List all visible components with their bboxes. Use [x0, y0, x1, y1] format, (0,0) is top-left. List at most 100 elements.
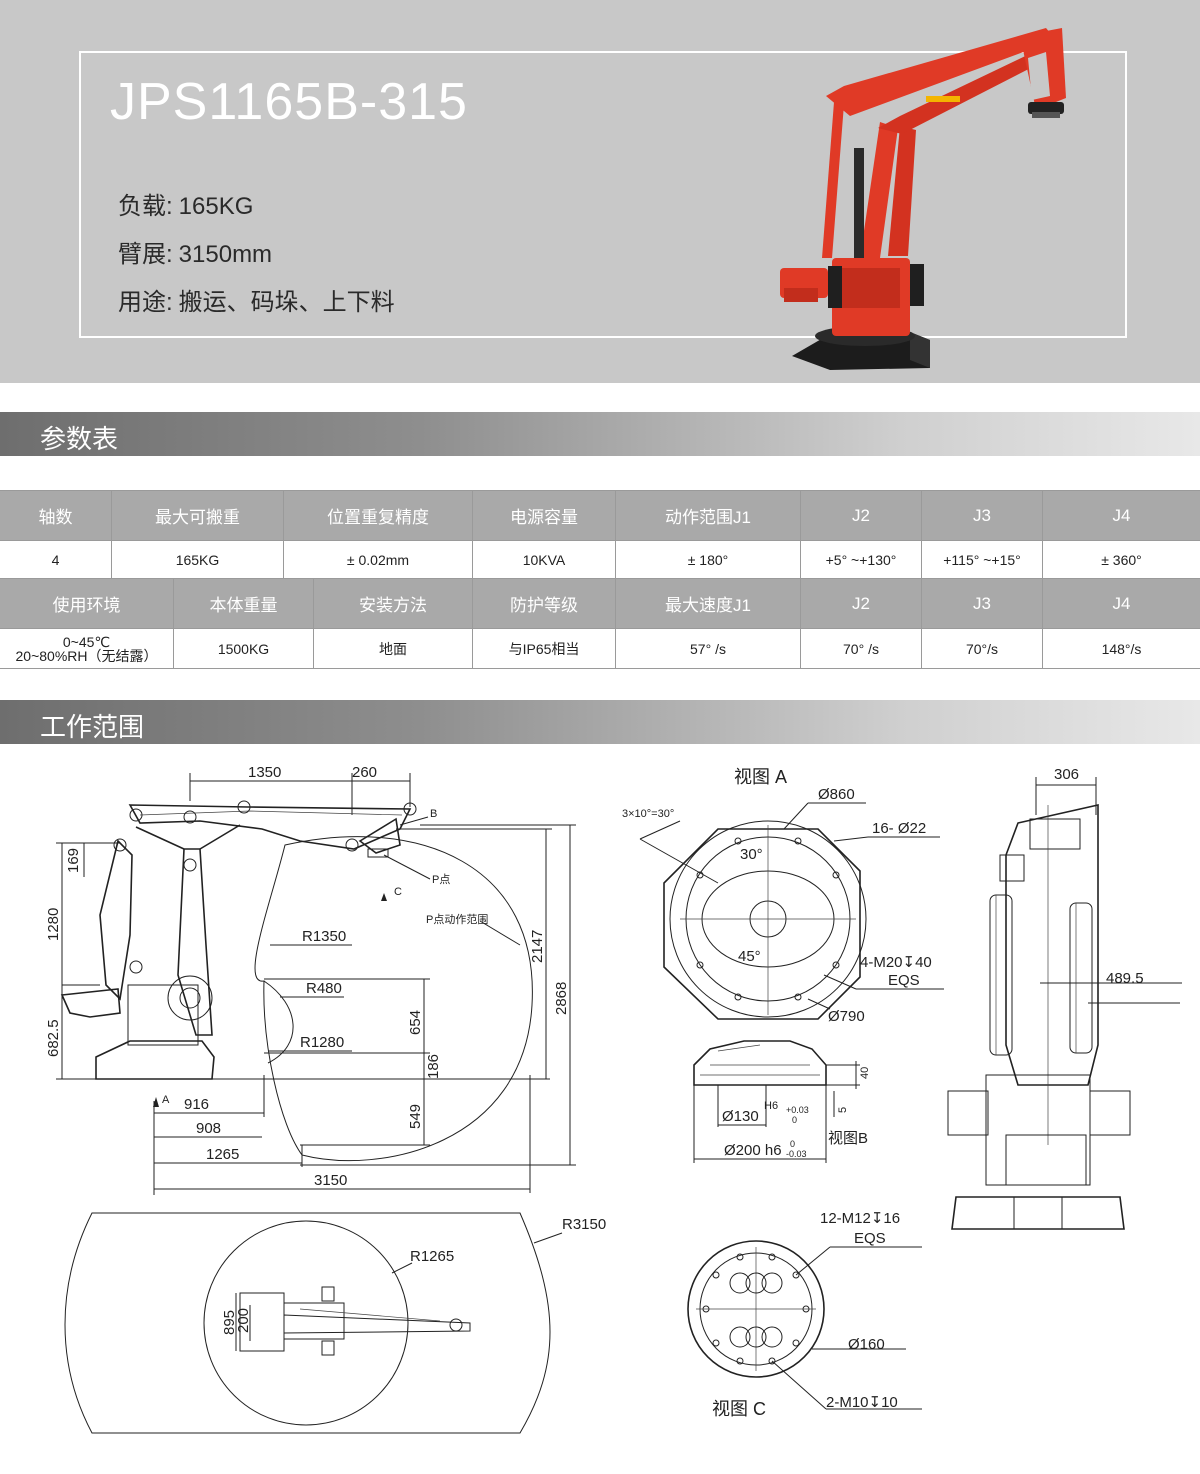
view-b-title: 视图B	[828, 1130, 868, 1147]
spec-reach: 臂展:3150mm	[118, 234, 272, 269]
table-header-cell: 最大可搬重	[112, 491, 284, 541]
top-view: R3150 R1265 895 200	[64, 1212, 606, 1434]
angle-45: 45°	[738, 948, 761, 965]
fit-h6: H6	[764, 1100, 778, 1112]
spec-usage: 用途:搬运、码垛、上下料	[118, 282, 395, 317]
dim-489: 489.5	[1106, 970, 1144, 987]
table-header-cell: 电源容量	[473, 491, 616, 541]
spec-label: 臂展:	[118, 241, 173, 268]
dim-916: 916	[184, 1096, 209, 1113]
dim-260: 260	[352, 764, 377, 781]
table-header-cell: 本体重量	[174, 579, 314, 629]
env-temp: 0~45℃	[62, 633, 111, 650]
table-cell: 地面	[314, 629, 473, 669]
dim-40: 40	[859, 1067, 871, 1079]
env-humidity: 20~80%RH（无结露）	[15, 647, 158, 664]
technical-drawings: 1350 260 169 1280 682.5	[0, 745, 1200, 1474]
table-header-cell: 防护等级	[473, 579, 616, 629]
dim-200h6: Ø200 h6	[724, 1142, 782, 1159]
side-view: 1350 260 169 1280 682.5	[45, 764, 576, 1195]
table-cell: ± 360°	[1043, 541, 1200, 579]
dim-306: 306	[1054, 766, 1079, 783]
table-row: 0~45℃ 20~80%RH（无结露） 1500KG 地面 与IP65相当 57…	[0, 629, 1200, 669]
spec-label: 用途:	[118, 289, 173, 316]
dim-186: 186	[425, 1054, 442, 1079]
spec-label: 负载:	[118, 193, 173, 220]
view-b: 40 5 H6 +0.03 0 Ø130 Ø200 h6 0 -0.03 视图B	[693, 1040, 871, 1163]
dim-3150: 3150	[314, 1172, 347, 1189]
dim-5: 5	[837, 1107, 849, 1113]
table-cell: 10KVA	[473, 541, 616, 579]
section-params-bar: 参数表	[0, 412, 1200, 456]
radius-480: R480	[306, 980, 342, 997]
dim-200: 200	[235, 1308, 252, 1333]
dim-2868: 2868	[553, 982, 570, 1015]
robot-illustration	[780, 28, 1066, 370]
angle-30: 30°	[740, 846, 763, 863]
dim-160: Ø160	[848, 1336, 885, 1353]
spec-value: 搬运、码垛、上下料	[178, 289, 395, 316]
tol-minus: -0.03	[786, 1149, 807, 1159]
dim-860: Ø860	[818, 786, 855, 803]
spec-table: 轴数 最大可搬重 位置重复精度 电源容量 动作范围J1 J2 J3 J4 4 1…	[0, 490, 1200, 669]
table-cell: 与IP65相当	[473, 629, 616, 669]
tol-plus: +0.03	[786, 1105, 809, 1115]
table-header-cell: 动作范围J1	[616, 491, 801, 541]
table-cell-environment: 0~45℃ 20~80%RH（无结露）	[0, 629, 174, 669]
table-cell: 70° /s	[801, 629, 922, 669]
label-c: C	[394, 886, 402, 898]
spec-value: 165KG	[178, 193, 254, 220]
table-cell: ± 180°	[616, 541, 801, 579]
model-title: JPS1165B-315	[110, 73, 468, 131]
radius-1265: R1265	[410, 1248, 454, 1265]
tol-zero-2: 0	[790, 1139, 795, 1149]
table-header-cell: J2	[801, 491, 922, 541]
dim-654: 654	[407, 1010, 424, 1035]
dim-790: Ø790	[828, 1008, 865, 1025]
table-cell: 57° /s	[616, 629, 801, 669]
table-cell: +115° ~+15°	[922, 541, 1043, 579]
product-hero: JPS1165B-315 负载:165KG 臂展:3150mm 用途:搬运、码垛…	[0, 0, 1200, 383]
table-header-cell: J4	[1043, 579, 1200, 629]
spec-payload: 负载:165KG	[118, 186, 253, 221]
label-p: P点	[432, 873, 450, 886]
view-a-eqs: EQS	[888, 972, 920, 989]
section-params-title: 参数表	[40, 424, 119, 454]
dim-2147: 2147	[529, 930, 546, 963]
dim-1265: 1265	[206, 1146, 239, 1163]
dim-549: 549	[407, 1104, 424, 1129]
drawing-canvas: 1350 260 169 1280 682.5	[45, 764, 1182, 1434]
table-cell: +5° ~+130°	[801, 541, 922, 579]
thread-m12: 12-M12↧16	[820, 1210, 900, 1227]
dim-895: 895	[221, 1310, 238, 1335]
dim-682: 682.5	[45, 1019, 62, 1057]
table-cell: 4	[0, 541, 112, 579]
thread-m20: 4-M20↧40	[860, 954, 932, 971]
table-header-cell: J3	[922, 491, 1043, 541]
label-a: A	[162, 1094, 170, 1106]
table-cell: 165KG	[112, 541, 284, 579]
angle-3x10: 3×10°=30°	[622, 808, 674, 820]
table-header-cell: 位置重复精度	[284, 491, 473, 541]
view-a: 视图 A 3×10°=30° 30° 45° Ø860 16- Ø22 4-M2…	[622, 767, 944, 1025]
section-workrange-bar: 工作范围	[0, 700, 1200, 744]
table-header-cell: J3	[922, 579, 1043, 629]
radius-3150: R3150	[562, 1216, 606, 1233]
table-cell: 148°/s	[1043, 629, 1200, 669]
radius-1280: R1280	[300, 1034, 344, 1051]
table-header-cell: 使用环境	[0, 579, 174, 629]
table-cell: 1500KG	[174, 629, 314, 669]
view-c-eqs: EQS	[854, 1230, 886, 1247]
table-row: 4 165KG ± 0.02mm 10KVA ± 180° +5° ~+130°…	[0, 541, 1200, 579]
table-header-cell: 轴数	[0, 491, 112, 541]
label-range: P点动作范围	[426, 912, 488, 926]
thread-m10: 2-M10↧10	[826, 1394, 898, 1411]
spec-value: 3150mm	[178, 241, 273, 268]
table-header-row: 轴数 最大可搬重 位置重复精度 电源容量 动作范围J1 J2 J3 J4	[0, 490, 1200, 541]
table-header-cell: J4	[1043, 491, 1200, 541]
table-header-cell: 最大速度J1	[616, 579, 801, 629]
table-header-row: 使用环境 本体重量 安装方法 防护等级 最大速度J1 J2 J3 J4	[0, 579, 1200, 629]
table-cell: ± 0.02mm	[284, 541, 473, 579]
dim-1280: 1280	[45, 908, 62, 941]
holes-22: 16- Ø22	[872, 820, 926, 837]
